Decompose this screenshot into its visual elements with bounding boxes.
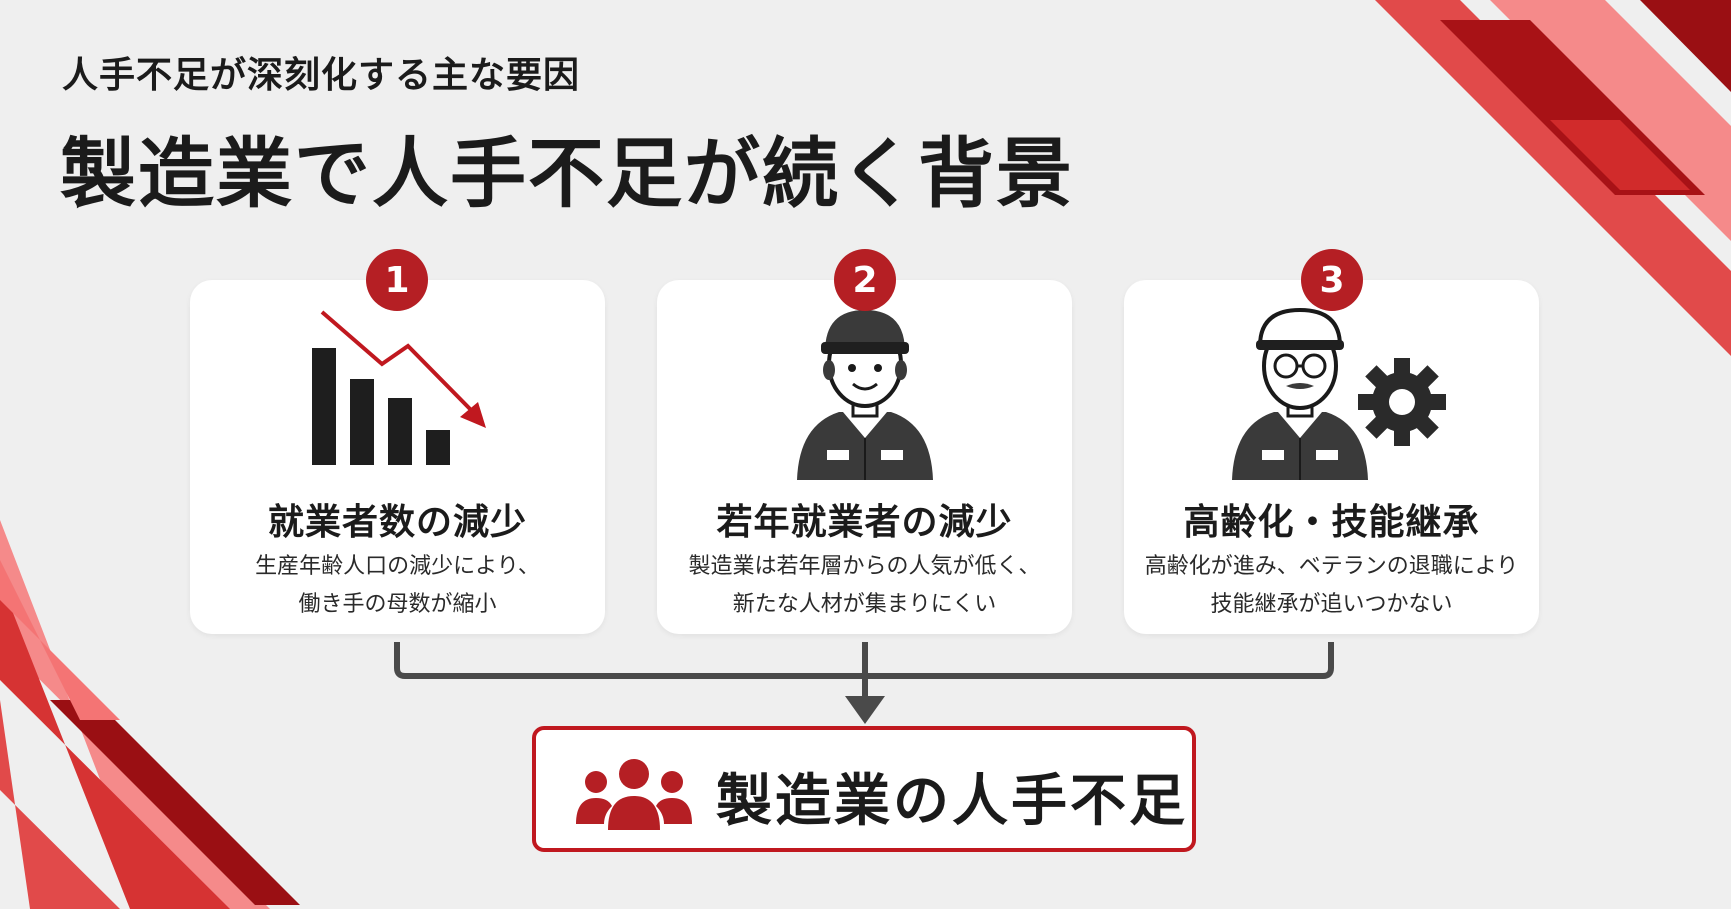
factor-title: 高齢化・技能継承	[1183, 502, 1480, 543]
senior-worker-gear-icon	[1232, 307, 1446, 480]
factor-card-3: 高齢化・技能継承 高齢化が進み、ベテランの退職により 技能継承が追いつかない	[1124, 280, 1539, 634]
factor-title: 就業者数の減少	[267, 502, 527, 543]
factor-description-line: 新たな人材が集まりにくい	[732, 592, 997, 617]
factor-description: 生産年齢人口の減少により、 働き手の母数が縮小	[190, 548, 605, 624]
result-box: 製造業の人手不足	[532, 726, 1196, 852]
factor-description-line: 働き手の母数が縮小	[298, 592, 497, 617]
factor-description-line: 生産年齢人口の減少により、	[255, 554, 540, 579]
page-subtitle: 人手不足が深刻化する主な要因	[62, 55, 581, 96]
young-worker-icon	[797, 310, 933, 480]
factor-number-badge: 1	[366, 249, 428, 311]
group-people-icon	[576, 759, 692, 830]
factor-number-badge: 2	[834, 249, 896, 311]
factor-number-badge: 3	[1301, 249, 1363, 311]
factor-description-line: 技能継承が追いつかない	[1210, 592, 1453, 617]
factor-description: 高齢化が進み、ベテランの退職により 技能継承が追いつかない	[1124, 548, 1539, 624]
factor-description-line: 高齢化が進み、ベテランの退職により	[1144, 554, 1519, 579]
factor-description: 製造業は若年層からの人気が低く、 新たな人材が集まりにくい	[657, 548, 1072, 624]
factor-title: 若年就業者の減少	[716, 502, 1013, 543]
factor-card-2: 若年就業者の減少 製造業は若年層からの人気が低く、 新たな人材が集まりにくい	[657, 280, 1072, 634]
factor-description-line: 製造業は若年層からの人気が低く、	[688, 554, 1041, 579]
declining-bar-chart-icon	[312, 310, 486, 465]
page-title: 製造業で人手不足が続く背景	[60, 129, 1074, 218]
result-label: 製造業の人手不足	[716, 769, 1188, 834]
factor-card-1: 就業者数の減少 生産年齢人口の減少により、 働き手の母数が縮小	[190, 280, 605, 634]
